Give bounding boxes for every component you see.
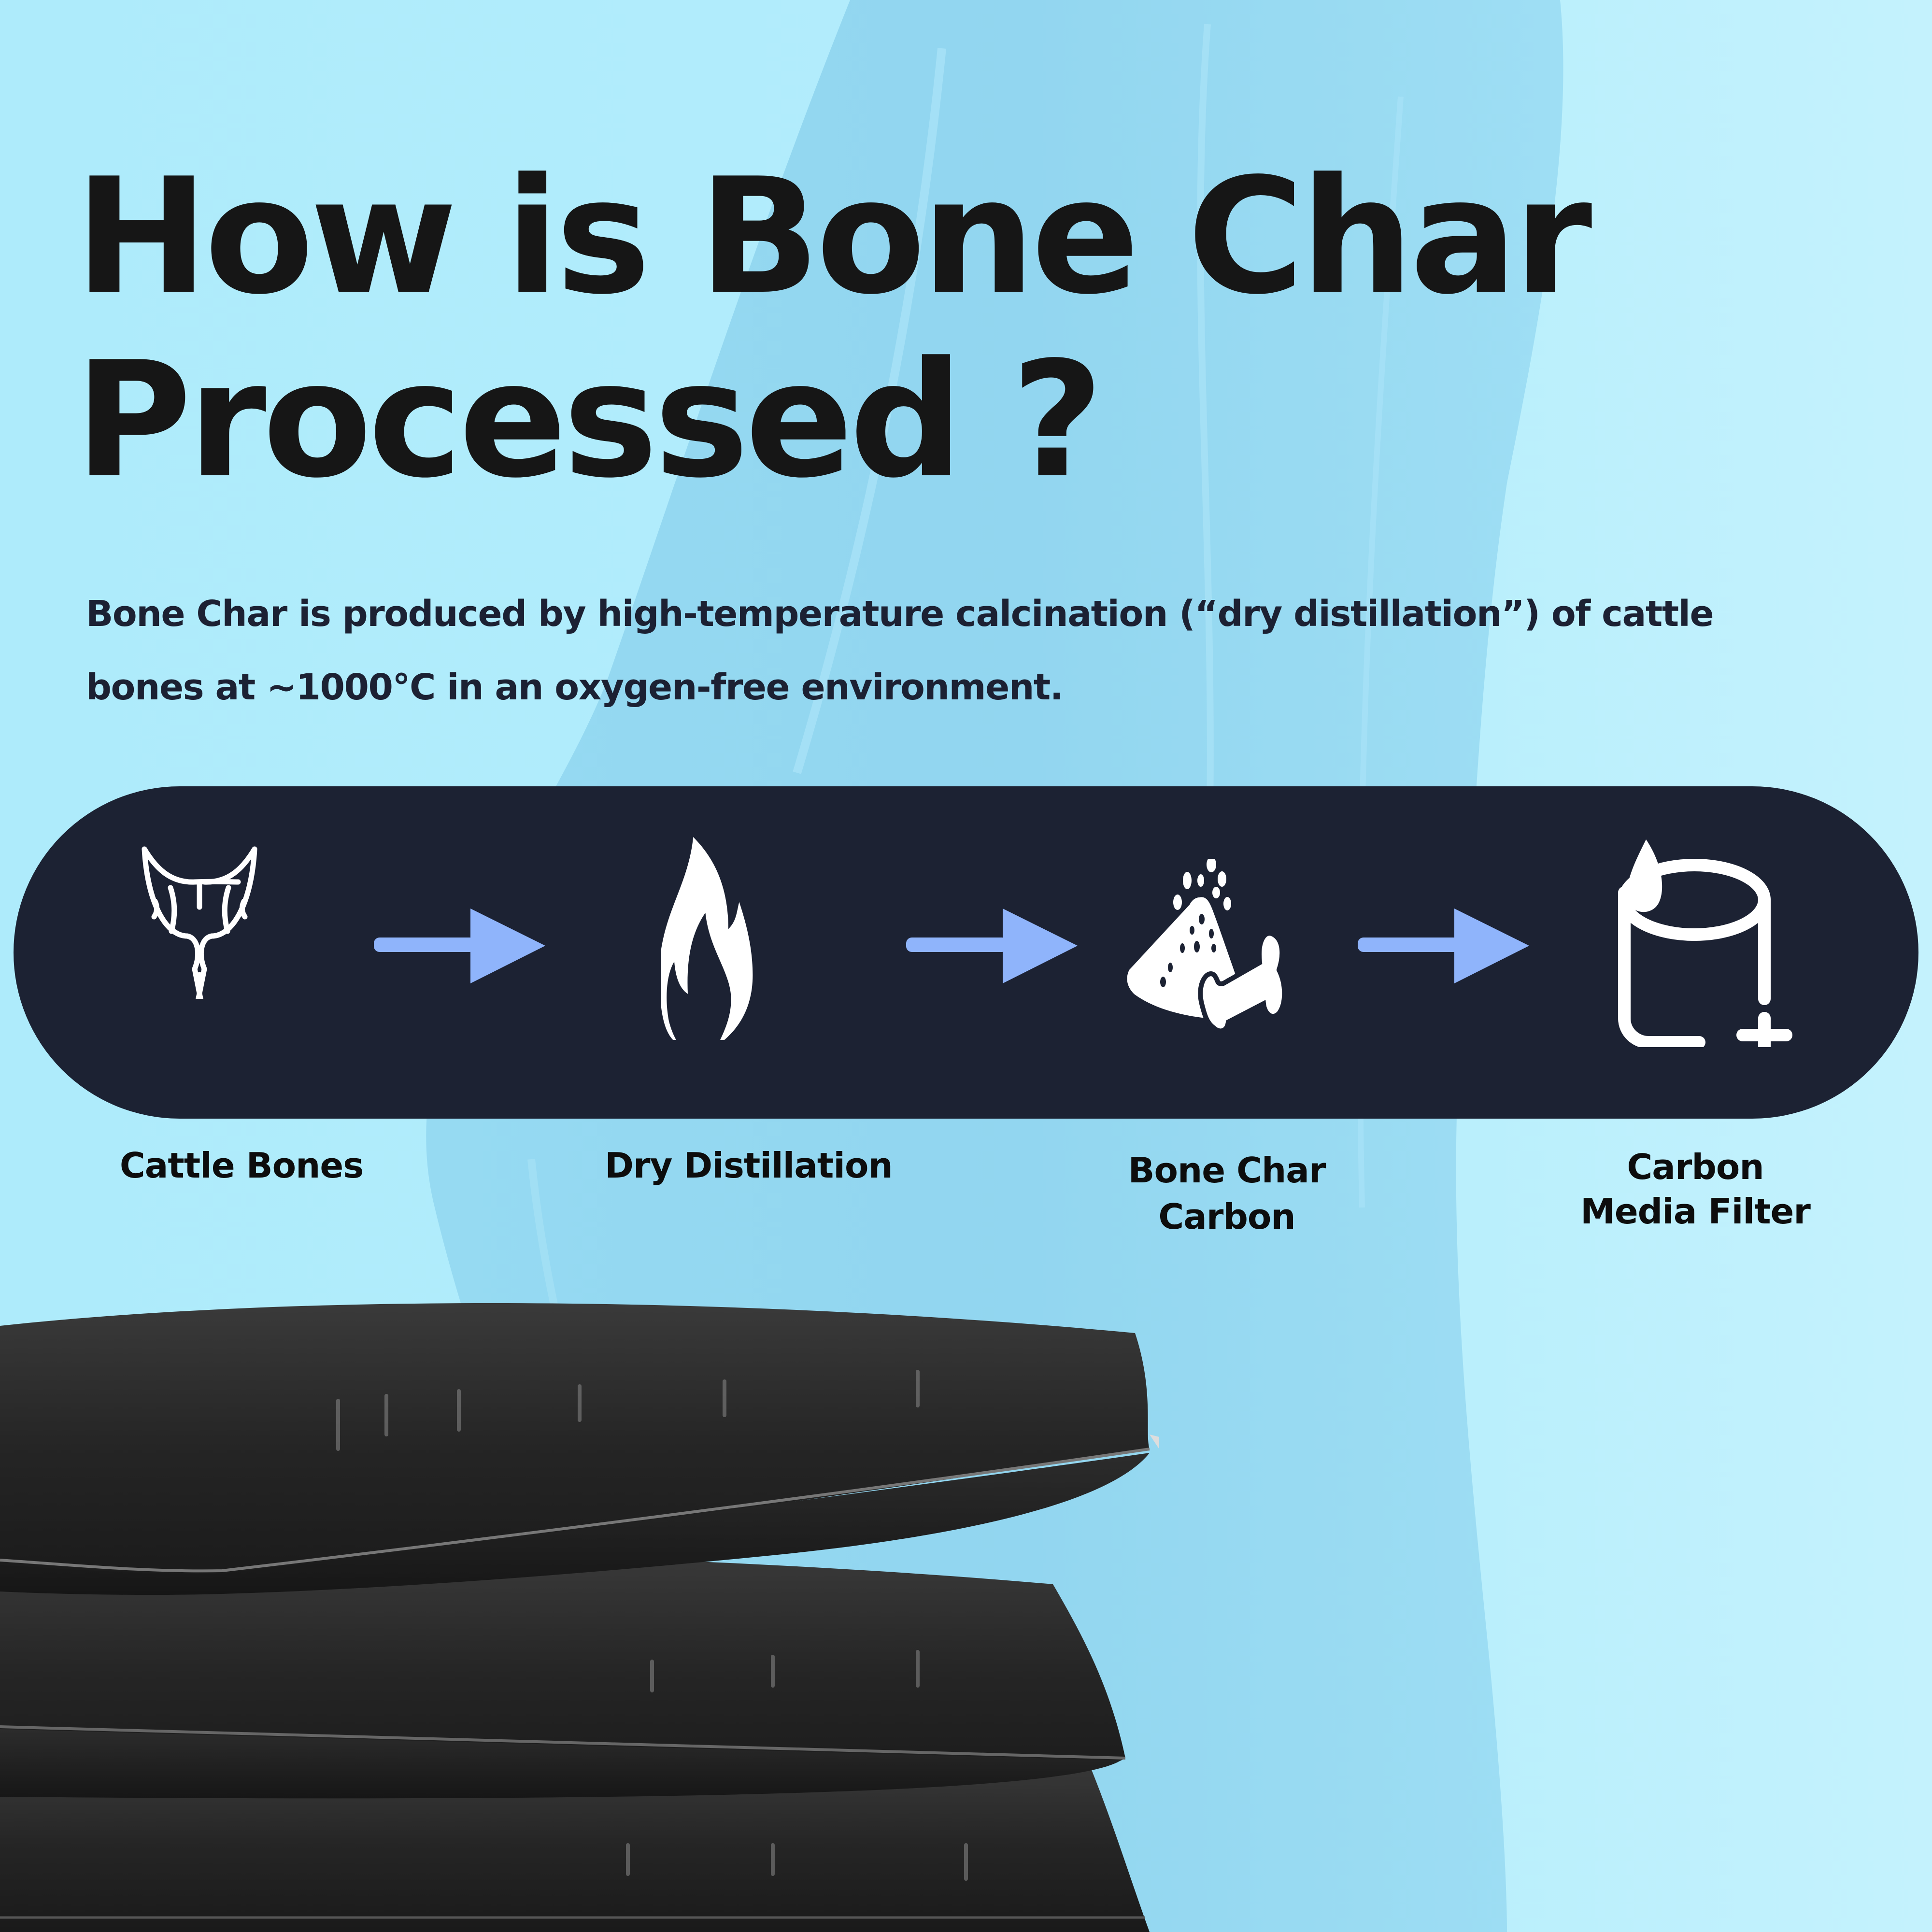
step-label-dry-distillation: Dry Distillation xyxy=(605,1145,893,1186)
flame-icon xyxy=(661,837,753,1040)
arrow-right-icon xyxy=(374,909,545,983)
description-text: Bone Char is produced by high-temperatur… xyxy=(86,593,1714,708)
page-title: How is Bone Char Processed ? xyxy=(75,144,1592,513)
bone-char-powder-icon xyxy=(1127,859,1287,1033)
carbon-filter-icon xyxy=(1618,839,1792,1047)
title-line-2: Processed ? xyxy=(75,327,1104,513)
step-label-cattle-bones: Cattle Bones xyxy=(119,1145,364,1186)
title-line-1: How is Bone Char xyxy=(75,144,1592,329)
bone-char-bags-image xyxy=(0,1303,1159,1932)
step-label-carbon-media-filter: Carbon Media Filter xyxy=(1580,1147,1811,1232)
arrow-right-icon xyxy=(1358,909,1529,983)
step-label-bone-char-carbon: Bone Char Carbon xyxy=(1128,1150,1326,1237)
cattle-skull-icon xyxy=(142,846,257,999)
arrow-right-icon xyxy=(906,909,1078,983)
process-flow-panel xyxy=(14,786,1918,1119)
